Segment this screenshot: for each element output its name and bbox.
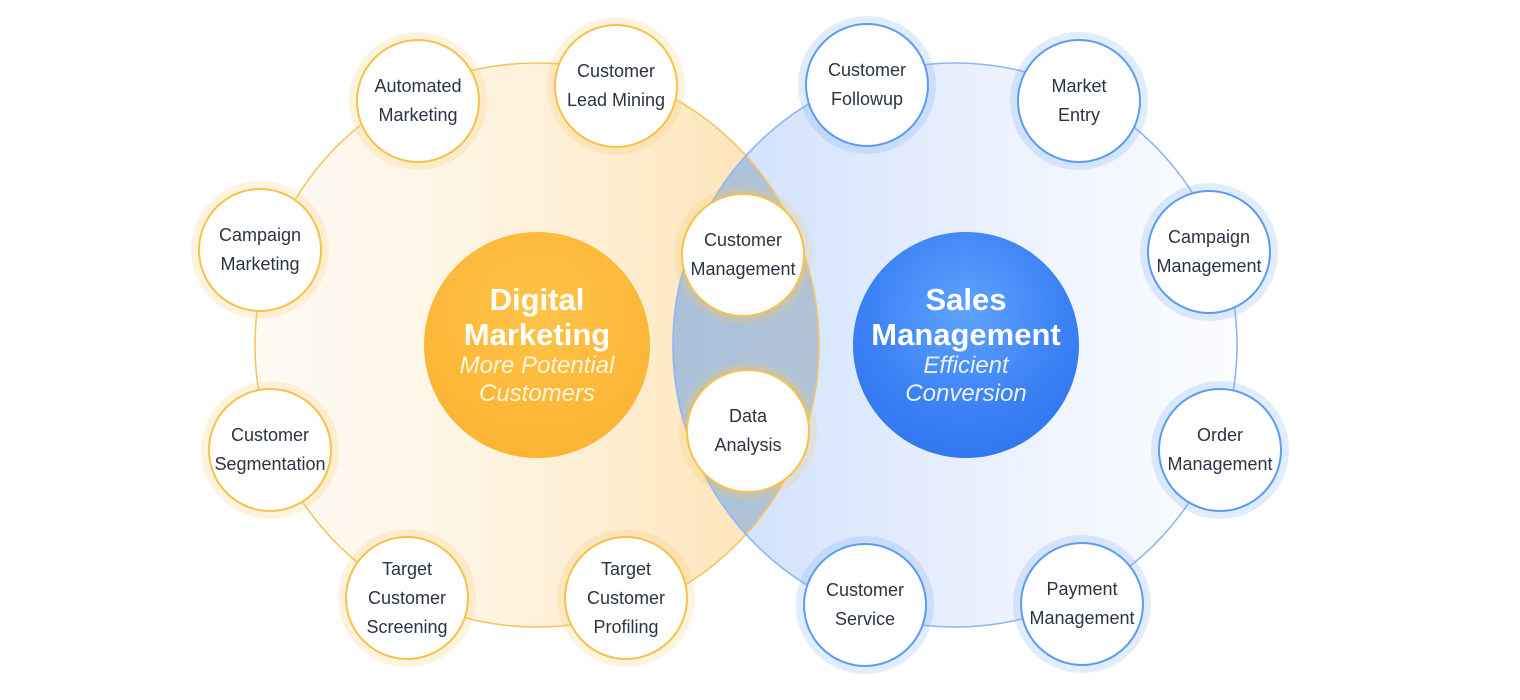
hub-title-line: Sales [925, 282, 1007, 317]
hub-subtitle-line: Conversion [905, 380, 1027, 407]
node-label-line: Campaign [1167, 227, 1251, 247]
node-label-line: Customer [703, 230, 783, 250]
node-label-line: Order [1196, 425, 1243, 445]
node-label-line: Management [1156, 256, 1262, 276]
node-label-line: Segmentation [214, 454, 326, 474]
node-label-line: Lead Mining [566, 90, 666, 110]
node-label-line: Screening [366, 616, 448, 637]
node-label-line: Customer [827, 60, 907, 80]
node-campaign-marketing[interactable]: Campaign Marketing [198, 188, 322, 312]
node-data-analysis[interactable]: Data Analysis [686, 369, 810, 493]
hub-title-line: Management [871, 317, 1061, 352]
node-target-customer-screening[interactable]: Target Customer Screening [345, 536, 469, 660]
node-label-line: Customer [576, 61, 656, 81]
digital-marketing-outline [254, 62, 820, 628]
node-label-line: Entry [1057, 105, 1100, 125]
node-label-line: Campaign [218, 225, 302, 245]
hub-title-line: Marketing [463, 317, 611, 352]
node-customer-management[interactable]: Customer Management [681, 193, 805, 317]
node-customer-segmentation[interactable]: Customer Segmentation [208, 388, 332, 512]
node-label-line: Target [600, 558, 652, 579]
sales-management-outline [672, 62, 1238, 628]
node-payment-management[interactable]: Payment Management [1020, 542, 1144, 666]
node-label-line: Target [381, 558, 433, 579]
node-label-line: Followup [830, 89, 904, 109]
node-label-line: Marketing [220, 254, 300, 274]
node-label-line: Service [834, 609, 896, 629]
node-label-line: Payment [1046, 579, 1118, 599]
node-customer-followup[interactable]: Customer Followup [805, 23, 929, 147]
node-label-line: Customer [825, 580, 905, 600]
hub-subtitle-line: More Potential [459, 352, 615, 379]
hub-subtitle-line: Customers [478, 380, 596, 407]
node-target-customer-profiling[interactable]: Target Customer Profiling [564, 536, 688, 660]
node-customer-service[interactable]: Customer Service [803, 543, 927, 667]
node-label-line: Profiling [593, 616, 659, 637]
node-market-entry[interactable]: Market Entry [1017, 39, 1141, 163]
node-label-line: Management [1167, 454, 1273, 474]
node-label-line: Management [1029, 608, 1135, 628]
node-customer-lead-mining[interactable]: Customer Lead Mining [554, 24, 678, 148]
digital-marketing-hub: Digital Marketing More Potential Custome… [424, 232, 650, 458]
node-label-line: Customer [230, 425, 310, 445]
node-label-line: Customer [586, 587, 666, 608]
node-label-line: Data [728, 406, 768, 426]
node-order-management[interactable]: Order Management [1158, 388, 1282, 512]
node-label-line: Analysis [714, 435, 782, 455]
node-label-line: Automated [374, 76, 462, 96]
node-automated-marketing[interactable]: Automated Marketing [356, 39, 480, 163]
node-label-line: Customer [367, 587, 447, 608]
node-label-line: Marketing [378, 105, 458, 125]
node-campaign-management[interactable]: Campaign Management [1147, 190, 1271, 314]
node-label-line: Management [690, 259, 796, 279]
node-label-line: Market [1051, 76, 1107, 96]
hub-title-line: Digital [489, 282, 585, 317]
sales-management-hub: Sales Management Efficient Conversion [853, 232, 1079, 458]
hub-subtitle-line: Efficient [923, 352, 1009, 379]
